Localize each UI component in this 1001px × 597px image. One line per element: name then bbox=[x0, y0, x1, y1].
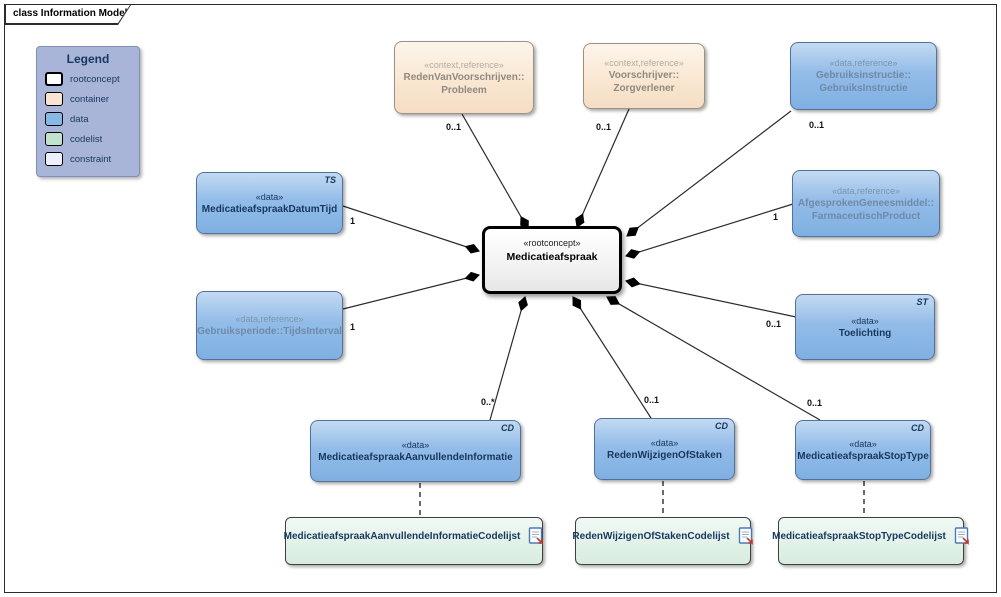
legend-title: Legend bbox=[66, 52, 110, 66]
node-name: AfgesprokenGeneesmiddel::FarmaceutischPr… bbox=[797, 197, 935, 222]
legend-label: constraint bbox=[70, 153, 112, 165]
legend: Legend rootconcept container data codeli… bbox=[36, 46, 140, 177]
document-link-icon[interactable] bbox=[954, 526, 970, 546]
legend-label: rootconcept bbox=[70, 73, 120, 85]
node-medicatieafspraak[interactable]: «rootconcept» Medicatieafspraak bbox=[482, 226, 622, 294]
node-name: Voorschrijver::Zorgverlener bbox=[608, 70, 680, 94]
node-stereotype: «data» bbox=[851, 315, 879, 326]
datatype-tag: CD bbox=[715, 421, 728, 431]
node-gebruiksperiode-tijdsinterval[interactable]: «data,reference» Gebruiksperiode::TijdsI… bbox=[196, 291, 343, 360]
node-stereotype: «data» bbox=[849, 438, 877, 449]
codelist-name: MedicatieafspraakAanvullendeInformatieCo… bbox=[283, 530, 521, 542]
container-swatch bbox=[45, 92, 63, 106]
node-stereotype: «context,reference» bbox=[604, 58, 684, 68]
connector-probleem bbox=[461, 113, 529, 230]
legend-item-constraint: constraint bbox=[45, 151, 131, 167]
legend-item-container: container bbox=[45, 91, 131, 107]
multiplicity-label: 0..1 bbox=[596, 122, 612, 132]
node-name: MedicatieafspraakDatumTijd bbox=[201, 203, 338, 215]
codelist-redenwijzigenofstaken[interactable]: RedenWijzigenOfStakenCodelijst bbox=[572, 517, 754, 565]
codelist-stoptype[interactable]: MedicatieafspraakStopTypeCodelijst bbox=[772, 517, 969, 565]
frame-title: class Information Model bbox=[6, 5, 130, 23]
uml-frame bbox=[4, 4, 997, 593]
codelist-name: MedicatieafspraakStopTypeCodelijst bbox=[772, 530, 946, 542]
datatype-tag: TS bbox=[324, 175, 336, 185]
node-name: Toelichting bbox=[838, 327, 892, 339]
multiplicity-label: 0..1 bbox=[807, 398, 823, 408]
node-name: RedenVanVoorschrijven::Probleem bbox=[403, 71, 525, 96]
node-redenwijzigenofstaken[interactable]: CD «data» RedenWijzigenOfStaken bbox=[594, 418, 735, 480]
data-swatch bbox=[45, 112, 63, 126]
multiplicity-label: 1 bbox=[350, 216, 356, 226]
node-redenvanvoorschrijven-probleem[interactable]: «context,reference» RedenVanVoorschrijve… bbox=[394, 41, 534, 114]
node-name: MedicatieafspraakStopType bbox=[797, 450, 929, 462]
node-stereotype: «rootconcept» bbox=[523, 238, 581, 248]
node-name: Gebruiksinstructie::GebruiksInstructie bbox=[815, 70, 912, 94]
composition-connectors bbox=[342, 108, 821, 421]
connector-stoptype bbox=[606, 296, 821, 421]
legend-label: container bbox=[70, 93, 110, 105]
datatype-tag: CD bbox=[501, 423, 514, 433]
connector-datumtijd bbox=[342, 205, 480, 254]
document-link-icon[interactable] bbox=[528, 526, 544, 546]
node-farmaceutischproduct[interactable]: «data,reference» AfgesprokenGeneesmiddel… bbox=[792, 170, 940, 237]
node-stereotype: «data,reference» bbox=[831, 185, 901, 196]
legend-item-data: data bbox=[45, 111, 131, 127]
node-stereotype: «data» bbox=[401, 439, 430, 450]
connector-aanvullendeinformatie bbox=[489, 296, 528, 421]
node-medicatieafspraakaanvullendeinformatie[interactable]: CD «data» MedicatieafspraakAanvullendeIn… bbox=[310, 420, 521, 482]
codelist-aanvullendeinformatie[interactable]: MedicatieafspraakAanvullendeInformatieCo… bbox=[283, 517, 544, 565]
connector-toelichting bbox=[625, 277, 797, 318]
legend-item-rootconcept: rootconcept bbox=[45, 71, 131, 87]
rootconcept-swatch bbox=[45, 72, 63, 86]
multiplicity-label: 0..1 bbox=[766, 319, 782, 329]
legend-label: codelist bbox=[70, 133, 103, 145]
node-stereotype: «data,reference» bbox=[829, 58, 898, 68]
connector-gebruiksinstructie bbox=[626, 110, 792, 237]
node-gebruiksinstructie[interactable]: «data,reference» Gebruiksinstructie::Geb… bbox=[790, 42, 937, 110]
node-name: Medicatieafspraak bbox=[506, 251, 598, 263]
node-stereotype: «data» bbox=[255, 191, 284, 202]
codelist-name: RedenWijzigenOfStakenCodelijst bbox=[572, 530, 730, 542]
multiplicity-label: 0..1 bbox=[446, 122, 462, 132]
node-stereotype: «context,reference» bbox=[424, 59, 504, 70]
connector-redenwijzigenofstaken bbox=[572, 296, 652, 419]
node-medicatieafspraakdatumtijd[interactable]: TS «data» MedicatieafspraakDatumTijd bbox=[196, 172, 343, 234]
multiplicity-label: 0..* bbox=[481, 397, 495, 407]
constraint-swatch bbox=[45, 152, 63, 166]
datatype-tag: CD bbox=[911, 423, 924, 433]
node-name: RedenWijzigenOfStaken bbox=[607, 449, 722, 461]
legend-item-codelist: codelist bbox=[45, 131, 131, 147]
node-name: MedicatieafspraakAanvullendeInformatie bbox=[318, 451, 513, 463]
node-toelichting[interactable]: ST «data» Toelichting bbox=[795, 294, 935, 360]
codelist-links bbox=[419, 481, 865, 516]
node-stereotype: «data,reference» bbox=[235, 314, 304, 324]
multiplicity-label: 0..1 bbox=[809, 120, 825, 130]
datatype-tag: ST bbox=[916, 297, 928, 307]
connector-tijdsinterval bbox=[342, 271, 480, 310]
node-medicatieafspraakstoptype[interactable]: CD «data» MedicatieafspraakStopType bbox=[795, 420, 931, 480]
multiplicity-label: 1 bbox=[773, 212, 779, 222]
connector-farmaceutischproduct bbox=[625, 203, 794, 259]
node-name: Gebruiksperiode::TijdsInterval bbox=[197, 326, 342, 337]
multiplicity-label: 1 bbox=[350, 322, 356, 332]
legend-label: data bbox=[70, 113, 89, 125]
multiplicity-label: 0..1 bbox=[644, 395, 660, 405]
codelist-swatch bbox=[45, 132, 63, 146]
document-link-icon[interactable] bbox=[738, 526, 754, 546]
connector-zorgverlener bbox=[575, 108, 630, 228]
frame-tab: class Information Model bbox=[5, 5, 131, 25]
node-stereotype: «data» bbox=[650, 437, 679, 448]
node-voorschrijver-zorgverlener[interactable]: «context,reference» Voorschrijver::Zorgv… bbox=[583, 43, 705, 109]
